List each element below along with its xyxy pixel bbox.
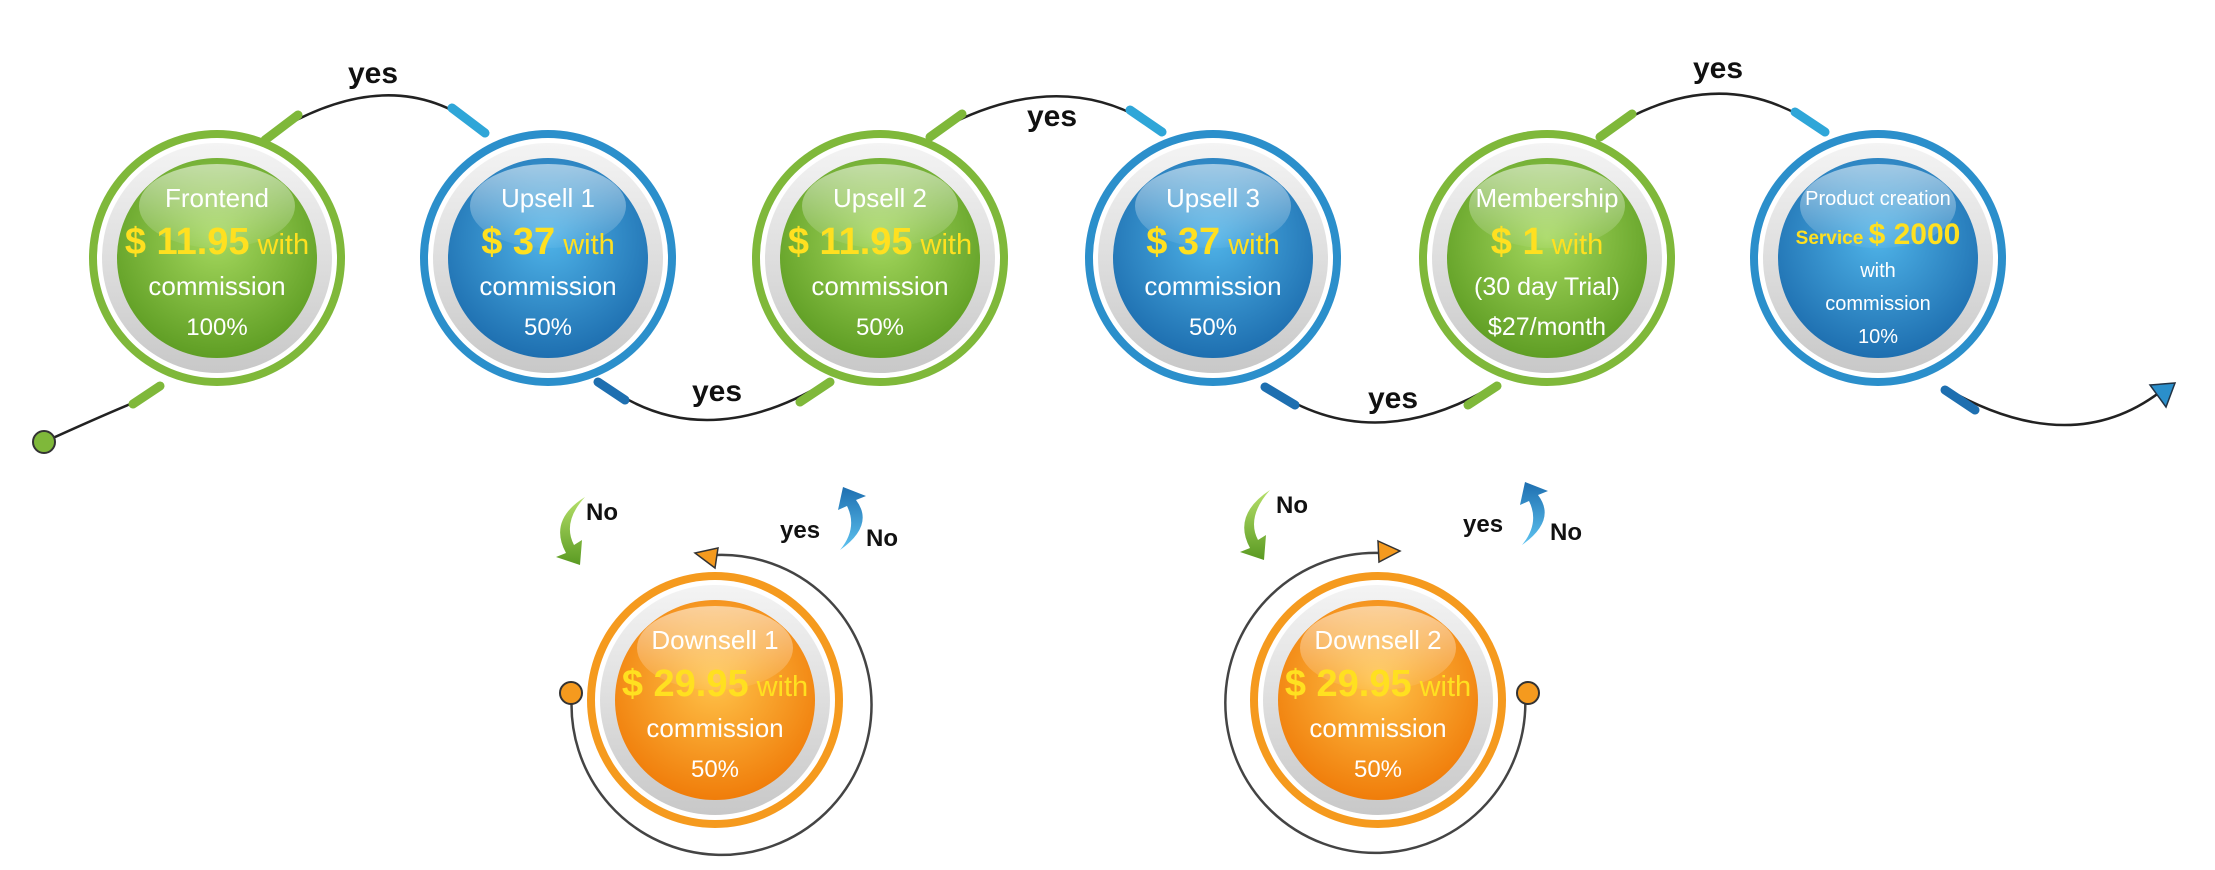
node-with: with: [1859, 260, 1896, 282]
node-gloss: [1135, 164, 1291, 248]
node-title: Downsell 1: [651, 625, 778, 655]
node-price: $ 29.95: [622, 663, 749, 705]
decision-label-yes-1: yes: [780, 517, 820, 544]
downsell1-loop: [570, 553, 873, 857]
node-with: with: [756, 671, 809, 703]
node-line-2: 50%: [691, 756, 739, 783]
decision-label-yes-2: yes: [1463, 511, 1503, 538]
downsell-loops: [570, 551, 1527, 857]
node-line-2: 50%: [856, 314, 904, 341]
yes-arrow-blue-2-icon: [1520, 482, 1548, 545]
node-title: Downsell 2: [1314, 625, 1441, 655]
node-title: Membership: [1475, 183, 1618, 213]
node-gloss: [1300, 606, 1456, 690]
edge-label-upsell3-membership: yes: [1368, 382, 1418, 415]
node-title: Upsell 1: [501, 183, 595, 213]
edge-label-frontend-upsell1: yes: [348, 57, 398, 90]
node-line-1: commission: [479, 271, 616, 301]
decision-label-no-1b: No: [866, 525, 898, 552]
node-line-2: 50%: [1354, 756, 1402, 783]
downsell2-loop-dot: [1516, 681, 1540, 705]
node-with: with: [1227, 229, 1280, 261]
node-line-1: (30 day Trial): [1474, 273, 1620, 301]
node-title: Frontend: [165, 183, 269, 213]
connector-accents: [128, 103, 1980, 415]
decision-label-no-1: No: [586, 499, 618, 526]
node-line-1: commission: [1144, 271, 1281, 301]
decision-label-no-2: No: [1276, 492, 1308, 519]
edge-label-upsell2-upsell3: yes: [1027, 100, 1077, 133]
node-gloss: [1469, 164, 1625, 248]
node-price-prefix: Service: [1796, 228, 1869, 249]
node-with: with: [257, 229, 310, 261]
edge-label-upsell1-upsell2: yes: [692, 375, 742, 408]
node-price: $ 37: [481, 221, 555, 263]
end-connector: [1944, 386, 2161, 427]
node-price: $ 2000: [1869, 218, 1961, 251]
decision-label-no-2b: No: [1550, 519, 1582, 546]
node-line-1: commission: [148, 271, 285, 301]
node-line-2: 10%: [1858, 326, 1898, 348]
node-title: Upsell 2: [833, 183, 927, 213]
no-arrow-green-1-icon: [556, 497, 585, 565]
node-with: with: [562, 229, 615, 261]
node-line-2: 100%: [186, 314, 247, 341]
node-line-1: commission: [1309, 713, 1446, 743]
node-price-line: Service $ 2000: [1796, 218, 1961, 251]
node-with: with: [1551, 229, 1604, 261]
node-with: with: [1419, 671, 1472, 703]
node-price: $ 11.95: [788, 221, 913, 263]
node-line-1: commission: [811, 271, 948, 301]
decision-labels: No yes No No yes No: [586, 492, 1582, 552]
downsell2-loop: [1224, 551, 1527, 855]
node-line-2: 50%: [1189, 314, 1237, 341]
node-gloss: [470, 164, 626, 248]
downsell2-loop-arrowhead: [1377, 539, 1402, 564]
downsell1-loop-arrowhead: [693, 547, 719, 570]
node-gloss: [802, 164, 958, 248]
edge-labels: yes yes yes yes yes: [348, 52, 1743, 415]
edge-label-membership-product: yes: [1693, 52, 1743, 85]
node-price: $ 29.95: [1285, 663, 1412, 705]
no-arrow-green-2-icon: [1240, 490, 1270, 560]
node-price: $ 11.95: [125, 221, 250, 263]
node-title: Upsell 3: [1166, 183, 1260, 213]
node-gloss: [637, 606, 793, 690]
node-gloss: [139, 164, 295, 248]
node-with: with: [920, 229, 973, 261]
downsell1-loop-dot: [559, 681, 583, 705]
node-line-1: commission: [646, 713, 783, 743]
node-line-2: $27/month: [1488, 313, 1606, 341]
yes-arrow-blue-1-icon: [838, 487, 866, 550]
end-arrow: [2148, 382, 2177, 409]
node-line-2: 50%: [524, 314, 572, 341]
node-price: $ 1: [1491, 221, 1544, 263]
node-gloss: [1800, 164, 1956, 248]
start-dot: [32, 430, 56, 454]
node-price: $ 37: [1146, 221, 1220, 263]
node-title: Product creation: [1805, 188, 1951, 210]
node-line-1: commission: [1825, 293, 1931, 315]
